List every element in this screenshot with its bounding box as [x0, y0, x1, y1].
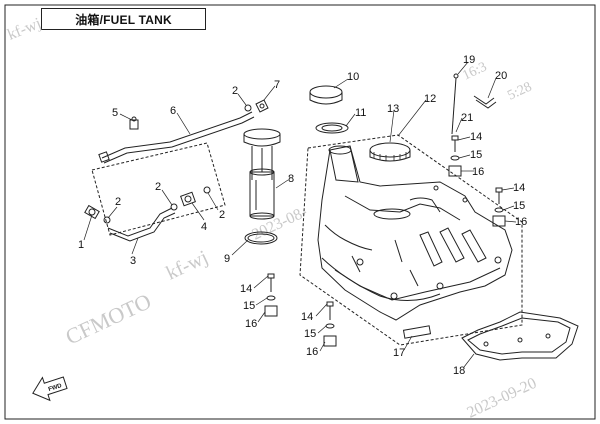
- callout-10: 10: [347, 71, 359, 83]
- watermark-user: kf-wj: [5, 15, 44, 44]
- tank-pad: [402, 325, 432, 339]
- fuel-hose-lower: [107, 207, 176, 242]
- tank-mat: [461, 311, 579, 361]
- callout-15-left: 15: [243, 300, 255, 312]
- tank-group-outline: [299, 134, 523, 346]
- mount-hardware-upper-right: [448, 135, 462, 177]
- callout-6: 6: [170, 105, 176, 117]
- callout-2-mid: 2: [155, 181, 161, 193]
- callout-14-left: 14: [240, 283, 252, 295]
- watermark-date-bottom: 2023-09-20: [465, 375, 540, 422]
- drawing-border: [4, 4, 596, 420]
- callout-5: 5: [112, 107, 118, 119]
- fuel-hose-upper: [98, 111, 255, 164]
- hose-group-outline: [91, 142, 226, 236]
- clamp-2-top: [244, 104, 252, 112]
- callout-16-right: 16: [515, 216, 527, 228]
- fuel-tank-body: [317, 145, 513, 321]
- vent-hose: [451, 73, 497, 135]
- pump-gasket-inner: [247, 233, 275, 243]
- watermark-date-top: 2023-08-: [250, 203, 310, 243]
- callout-16-bottom: 16: [306, 346, 318, 358]
- clamp-2-mid: [170, 203, 178, 211]
- callout-labels: 1 2 2 2 2 3 4 5 6 7 8 9 10 11 12 13 14 1…: [78, 54, 527, 377]
- callout-14-right: 14: [513, 182, 525, 194]
- callout-9: 9: [224, 253, 230, 265]
- callout-14-bottom: 14: [301, 311, 313, 323]
- quick-connector-1: [84, 204, 100, 220]
- fuel-pump-assembly: [243, 128, 281, 220]
- callout-12: 12: [424, 93, 436, 105]
- cap-gasket-inner: [321, 124, 343, 132]
- callout-8: 8: [288, 173, 294, 185]
- callout-7: 7: [274, 79, 280, 91]
- cap-gasket: [315, 122, 349, 134]
- callout-15-bottom: 15: [304, 328, 316, 340]
- clamp-2-right: [203, 186, 211, 194]
- callout-16-left: 16: [245, 318, 257, 330]
- quick-connector-4: [180, 191, 196, 207]
- callout-15-upper: 15: [470, 149, 482, 161]
- watermark-brand: CFMOTO: [62, 288, 155, 349]
- callout-21: 21: [461, 112, 473, 124]
- callout-19: 19: [463, 54, 475, 66]
- callout-18: 18: [453, 365, 465, 377]
- callout-2-right: 2: [219, 209, 225, 221]
- watermark-user-center: kf-wj: [163, 246, 212, 284]
- lock-ring: [369, 142, 411, 162]
- callout-3: 3: [130, 255, 136, 267]
- callout-14-upper: 14: [470, 131, 482, 143]
- diagram-title: 油箱/FUEL TANK: [41, 8, 206, 30]
- watermark-date-fragment: 5:28: [505, 80, 534, 104]
- mount-hardware-bottom: [323, 301, 337, 347]
- callout-11: 11: [355, 107, 366, 119]
- callout-15-right: 15: [513, 200, 525, 212]
- callout-1: 1: [78, 239, 84, 251]
- leader-lines: [83, 61, 517, 368]
- forward-arrow: FWD: [32, 376, 68, 402]
- callout-20: 20: [495, 70, 507, 82]
- pump-gasket: [244, 231, 278, 245]
- fwd-label: FWD: [48, 383, 63, 393]
- clamp-2-left: [103, 216, 111, 224]
- elbow-fitting-7: [255, 99, 269, 113]
- fuel-cap: [309, 85, 343, 105]
- callout-2-left: 2: [115, 196, 121, 208]
- mount-hardware-left: [264, 273, 278, 317]
- callout-16-upper: 16: [472, 166, 484, 178]
- hose-clamp-5: [129, 116, 139, 130]
- callout-13: 13: [387, 103, 399, 115]
- mount-hardware-right: [492, 187, 506, 227]
- callout-17: 17: [393, 347, 405, 359]
- callout-4: 4: [201, 221, 207, 233]
- callout-2-top: 2: [232, 85, 238, 97]
